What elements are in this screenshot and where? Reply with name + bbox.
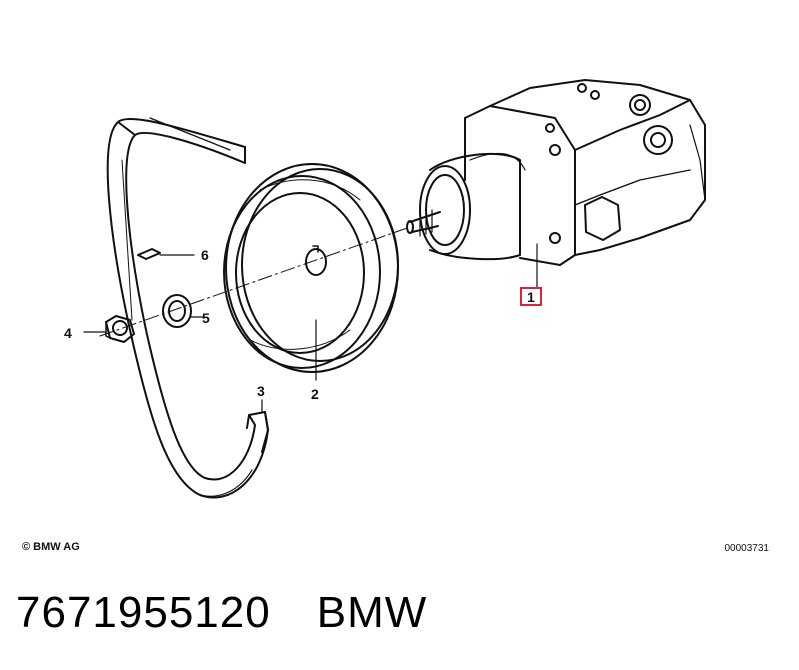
brand-name: BMW xyxy=(316,588,428,637)
document-number: 00003731 xyxy=(724,543,770,554)
part-info: 7671955120 BMW xyxy=(16,588,427,638)
pulley xyxy=(223,163,399,373)
leader-lines xyxy=(83,243,538,413)
copyright-text: © BMW AG xyxy=(22,541,80,553)
part-number: 7671955120 xyxy=(16,588,271,637)
callout-2: 2 xyxy=(311,386,319,402)
callout-6: 6 xyxy=(201,247,209,263)
key xyxy=(137,248,161,260)
v-belt xyxy=(106,117,269,499)
washer xyxy=(162,294,192,328)
highlight-box xyxy=(520,287,542,306)
callout-5: 5 xyxy=(202,310,210,326)
callout-4: 4 xyxy=(64,325,72,341)
callout-3: 3 xyxy=(257,383,265,399)
nut xyxy=(105,315,135,343)
assembly-axis xyxy=(99,226,411,337)
callout-1: 1 xyxy=(527,289,535,305)
parts-diagram: 1 2 3 4 5 6 xyxy=(64,79,706,499)
power-steering-pump xyxy=(406,79,706,266)
